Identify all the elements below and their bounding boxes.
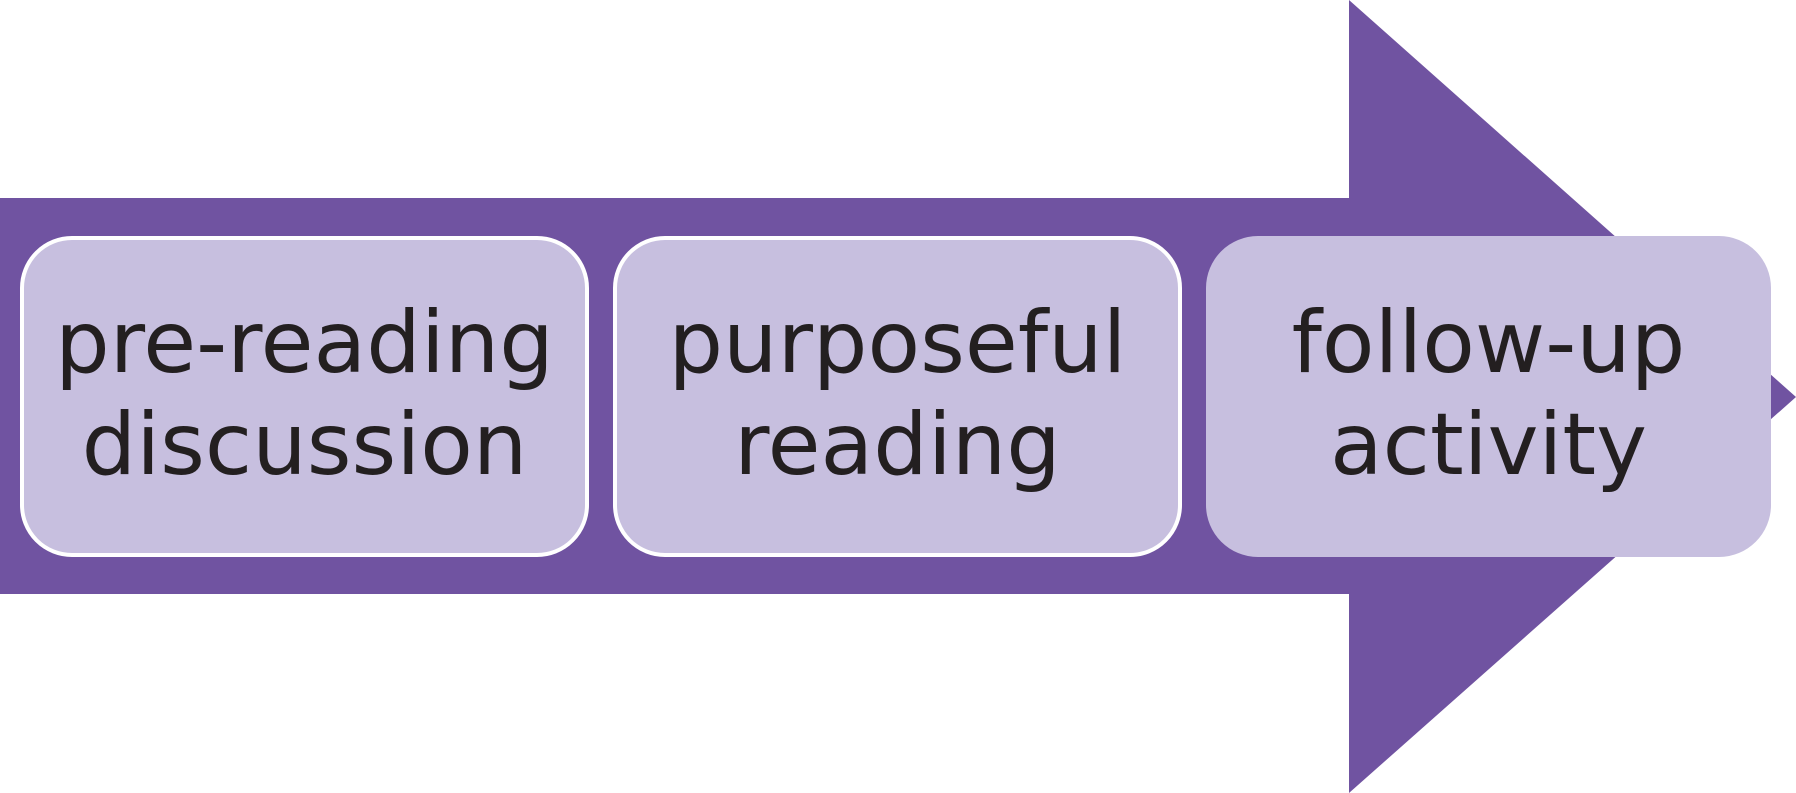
step-label-line-2: reading [734, 394, 1061, 495]
step-label-line-1: follow-up [1291, 292, 1686, 393]
step-label-line-1: pre-reading [55, 292, 554, 393]
step-label-line-2: discussion [81, 394, 528, 495]
step-text: purposeful reading [668, 293, 1126, 499]
step-box-purposeful-reading: purposeful reading [613, 236, 1182, 557]
step-label-line-1: purposeful [668, 292, 1127, 393]
step-box-follow-up-activity: follow-up activity [1206, 236, 1771, 557]
step-box-pre-reading-discussion: pre-reading discussion [20, 236, 589, 557]
step-text: pre-reading discussion [55, 293, 554, 499]
step-label-line-2: activity [1329, 394, 1647, 495]
step-text: follow-up activity [1292, 293, 1686, 499]
